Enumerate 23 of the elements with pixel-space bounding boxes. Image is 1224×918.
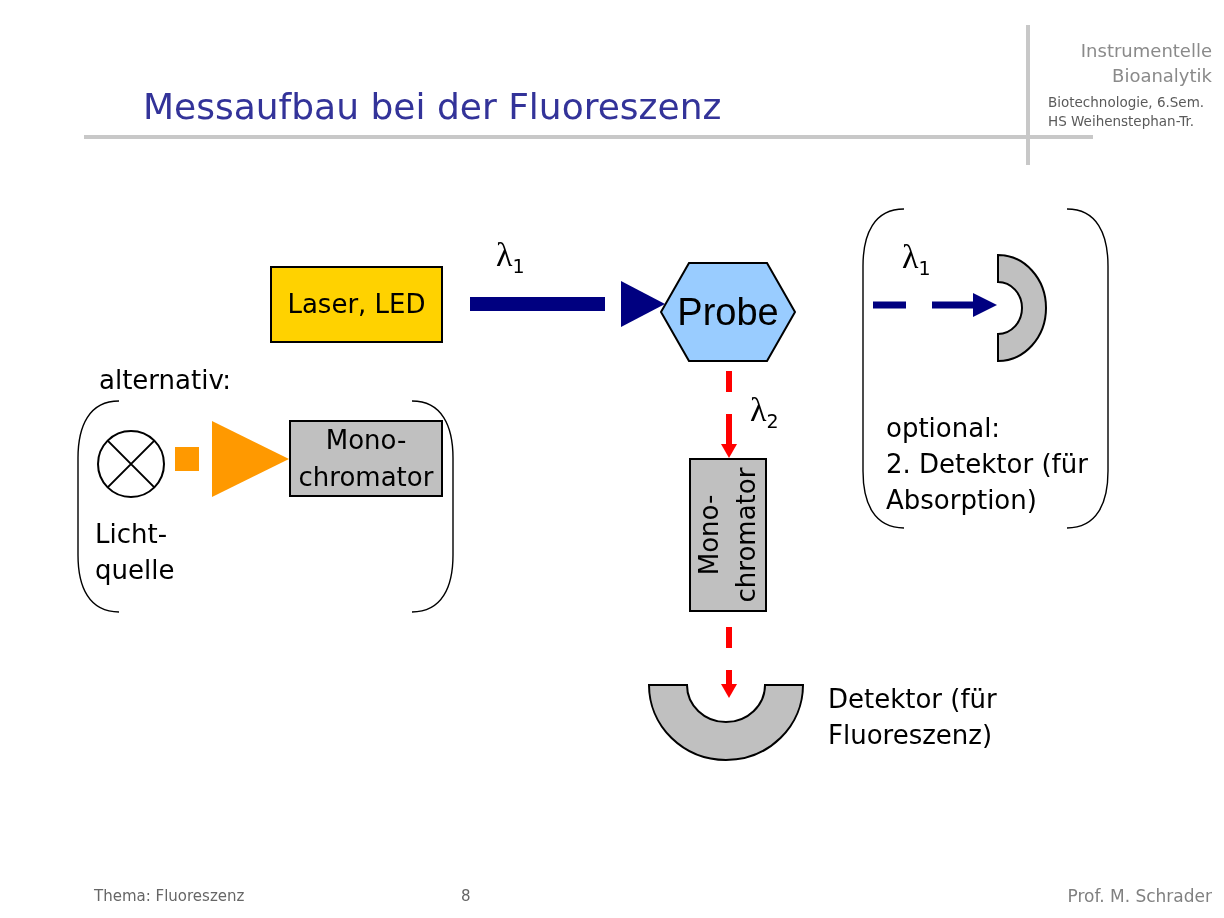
node-label: 2. Detektor (für Absorption) (886, 448, 1089, 517)
header-text: Biotechnologie, 6.Sem. HS Weihenstephan-Tr. (1048, 93, 1206, 131)
footer-text: Thema: Fluoreszenz (94, 886, 245, 906)
node-label: Laser, LED (287, 288, 426, 321)
monochromator-box (689, 458, 767, 612)
source-box (270, 266, 443, 343)
node-label: Probe (677, 290, 779, 334)
node-label: Mono- chromator (297, 423, 435, 494)
monochromator-box (289, 420, 443, 497)
author-name: Prof. M. Schrader (1067, 885, 1212, 907)
lamp-symbol (97, 430, 165, 498)
detector-symbol (997, 254, 1048, 362)
node-label: Mono- chromator (693, 466, 762, 605)
caption-text: Detektor (für Fluoreszenz) (828, 683, 998, 752)
header-text: Instrumentelle Bioanalytik (1079, 39, 1212, 88)
page-number: 8 (461, 886, 471, 906)
node-label: optional: (886, 412, 1002, 445)
sample-hexagon (660, 262, 796, 362)
slide-title: Messaufbau bei der Fluoreszenz (143, 85, 722, 129)
node-label: alternativ: (99, 364, 232, 397)
caption-text: Licht- quelle (95, 518, 176, 587)
bracket-group (862, 208, 1109, 529)
detector-symbol (648, 684, 804, 762)
